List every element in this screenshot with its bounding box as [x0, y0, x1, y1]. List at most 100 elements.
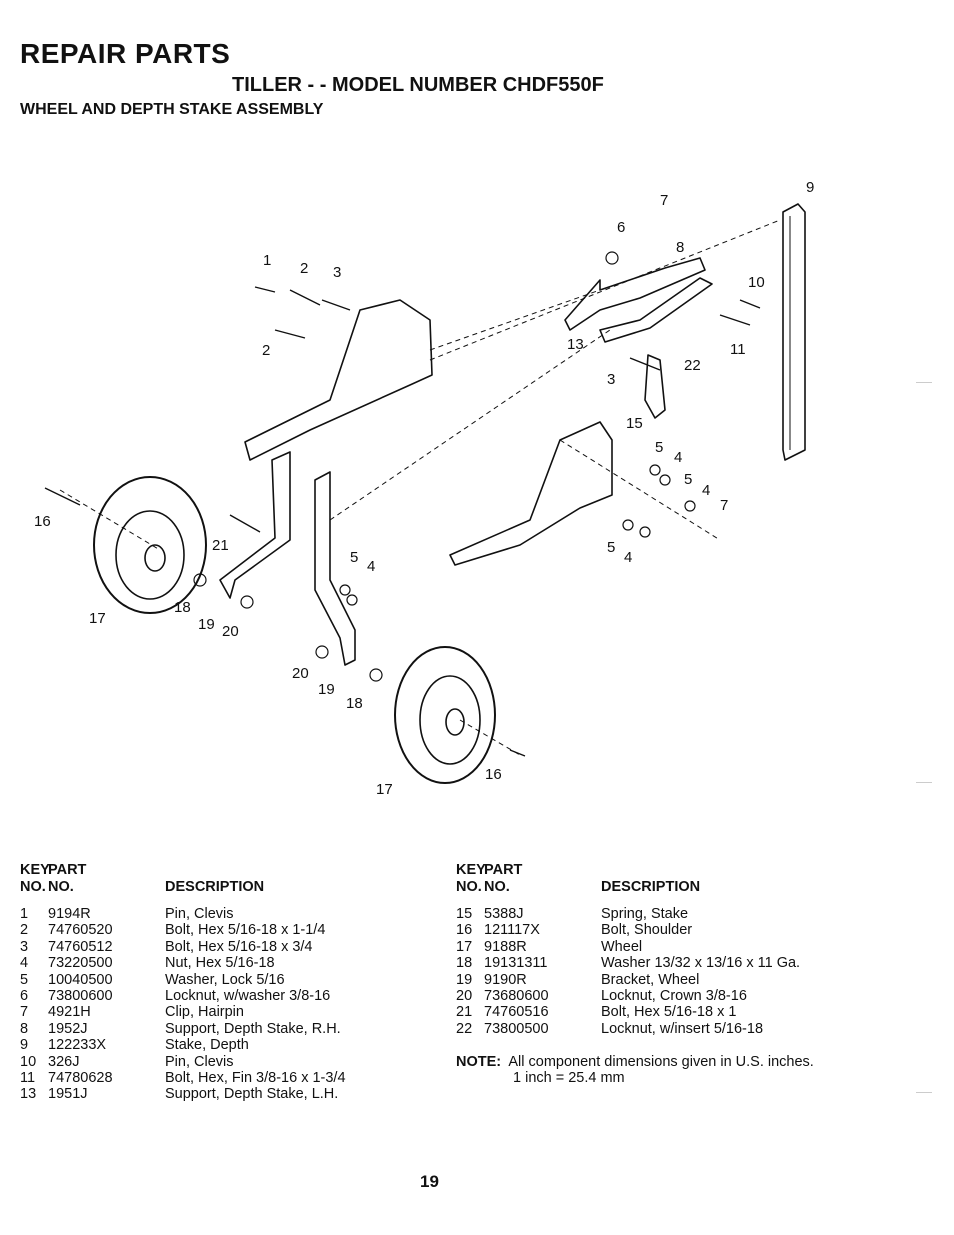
- description: Clip, Hairpin: [165, 1004, 244, 1021]
- part-no: 122233X: [48, 1037, 107, 1054]
- support-rh-drawing: [564, 257, 706, 331]
- depth-stake-drawing: [782, 203, 806, 461]
- key-no: 2: [20, 922, 29, 939]
- callout: 4: [367, 558, 375, 575]
- tiller-frame-left-drawing: [244, 299, 433, 461]
- wheel-left-drawing: [93, 476, 207, 614]
- callout: 9: [806, 179, 814, 196]
- callout: 20: [292, 665, 309, 682]
- description: Washer, Lock 5/16: [165, 971, 285, 988]
- spring-stake-drawing: [644, 354, 666, 419]
- callout: 19: [318, 681, 335, 698]
- key-no: 13: [20, 1086, 37, 1103]
- description: Locknut, Crown 3/8-16: [601, 987, 747, 1004]
- col-key-label: NO.: [20, 879, 46, 895]
- assembly-heading: WHEEL AND DEPTH STAKE ASSEMBLY: [20, 101, 324, 118]
- part-no: 73800600: [48, 987, 113, 1004]
- scan-edge-mark: [916, 1092, 932, 1093]
- callout: 18: [174, 599, 191, 616]
- callout: 21: [212, 537, 229, 554]
- description: Bolt, Shoulder: [601, 922, 693, 939]
- part-no: 10040500: [48, 971, 113, 988]
- wheel-bracket-right-drawing: [314, 471, 356, 666]
- note-line-2: 1 inch = 25.4 mm: [513, 1070, 625, 1087]
- callout: 6: [617, 219, 625, 236]
- description: Spring, Stake: [601, 906, 689, 922]
- col-part-label: PART: [48, 862, 87, 878]
- col-part-label: NO.: [48, 879, 74, 895]
- key-no: 9: [20, 1037, 29, 1054]
- description: Stake, Depth: [165, 1037, 249, 1054]
- callout: 18: [346, 695, 363, 712]
- note-text: All component dimensions given in U.S. i…: [508, 1054, 814, 1070]
- callout: 16: [485, 766, 502, 783]
- part-no: 73220500: [48, 955, 113, 972]
- callout: 7: [660, 192, 668, 209]
- description: Pin, Clevis: [165, 1053, 234, 1070]
- description: Bolt, Hex 5/16-18 x 3/4: [165, 938, 313, 955]
- callout: 10: [748, 274, 765, 291]
- callout: 2: [262, 342, 270, 359]
- key-no: 10: [20, 1053, 37, 1070]
- callout: 4: [674, 449, 682, 466]
- page-title: REPAIR PARTS: [20, 38, 231, 69]
- description: Bolt, Hex 5/16-18 x 1-1/4: [165, 922, 326, 939]
- col-key-label: NO.: [456, 879, 482, 895]
- key-no: 16: [456, 922, 473, 939]
- key-no: 4: [20, 955, 29, 972]
- wheel-right-drawing: [394, 646, 496, 784]
- col-description-label: DESCRIPTION: [165, 879, 265, 895]
- callout: 16: [34, 513, 51, 530]
- support-lh-drawing: [599, 277, 713, 343]
- description: Bolt, Hex, Fin 3/8-16 x 1-3/4: [165, 1069, 346, 1086]
- page-number: 19: [420, 1172, 439, 1191]
- callout: 4: [702, 482, 710, 499]
- part-no: 4921H: [48, 1004, 91, 1021]
- callout: 5: [655, 439, 663, 456]
- key-no: 8: [20, 1020, 29, 1037]
- key-no: 21: [456, 1004, 473, 1021]
- callout: 15: [626, 415, 643, 432]
- col-part-label: NO.: [484, 879, 510, 895]
- note-line-1: NOTE: All component dimensions given in …: [456, 1054, 814, 1070]
- callout: 7: [720, 497, 728, 514]
- key-no: 20: [456, 987, 473, 1004]
- part-no: 5388J: [484, 906, 524, 922]
- callout: 20: [222, 623, 239, 640]
- description: Nut, Hex 5/16-18: [165, 955, 275, 972]
- key-no: 11: [20, 1069, 36, 1086]
- callout: 2: [300, 260, 308, 277]
- callout: 5: [607, 539, 615, 556]
- part-no: 1952J: [48, 1020, 88, 1037]
- col-part-label: PART: [484, 862, 523, 878]
- key-no: 22: [456, 1020, 473, 1037]
- callout: 19: [198, 616, 215, 633]
- key-no: 5: [20, 971, 29, 988]
- description: Pin, Clevis: [165, 906, 234, 922]
- tiller-frame-right-drawing: [449, 421, 613, 566]
- callout: 8: [676, 239, 684, 256]
- part-no: 121117X: [484, 922, 540, 939]
- description: Locknut, w/insert 5/16-18: [601, 1020, 764, 1037]
- callout: 5: [684, 471, 692, 488]
- note-label: NOTE:: [456, 1054, 502, 1070]
- part-no: 9194R: [48, 906, 91, 922]
- wheel-bracket-left-drawing: [219, 451, 291, 599]
- col-key-label: KEY: [20, 862, 50, 878]
- key-no: 1: [20, 906, 29, 922]
- description: Bolt, Hex 5/16-18 x 1: [601, 1004, 737, 1021]
- callout-labels: 1 2 3 2 6 7 8 9 10 11 13 3 22 15 5 4 5 4…: [34, 179, 814, 798]
- part-no: 73800500: [484, 1020, 549, 1037]
- callout: 17: [376, 781, 393, 798]
- scan-edge-mark: [916, 382, 932, 383]
- part-no: 9190R: [484, 971, 527, 988]
- description: Washer 13/32 x 13/16 x 11 Ga.: [601, 955, 801, 972]
- callout: 3: [607, 371, 615, 388]
- callout: 5: [350, 549, 358, 566]
- exploded-parts-diagram: 1 2 3 2 6 7 8 9 10 11 13 3 22 15 5 4 5 4…: [34, 179, 814, 798]
- part-no: 74780628: [48, 1069, 113, 1086]
- key-no: 19: [456, 971, 473, 988]
- col-description-label: DESCRIPTION: [601, 879, 701, 895]
- part-no: 73680600: [484, 987, 549, 1004]
